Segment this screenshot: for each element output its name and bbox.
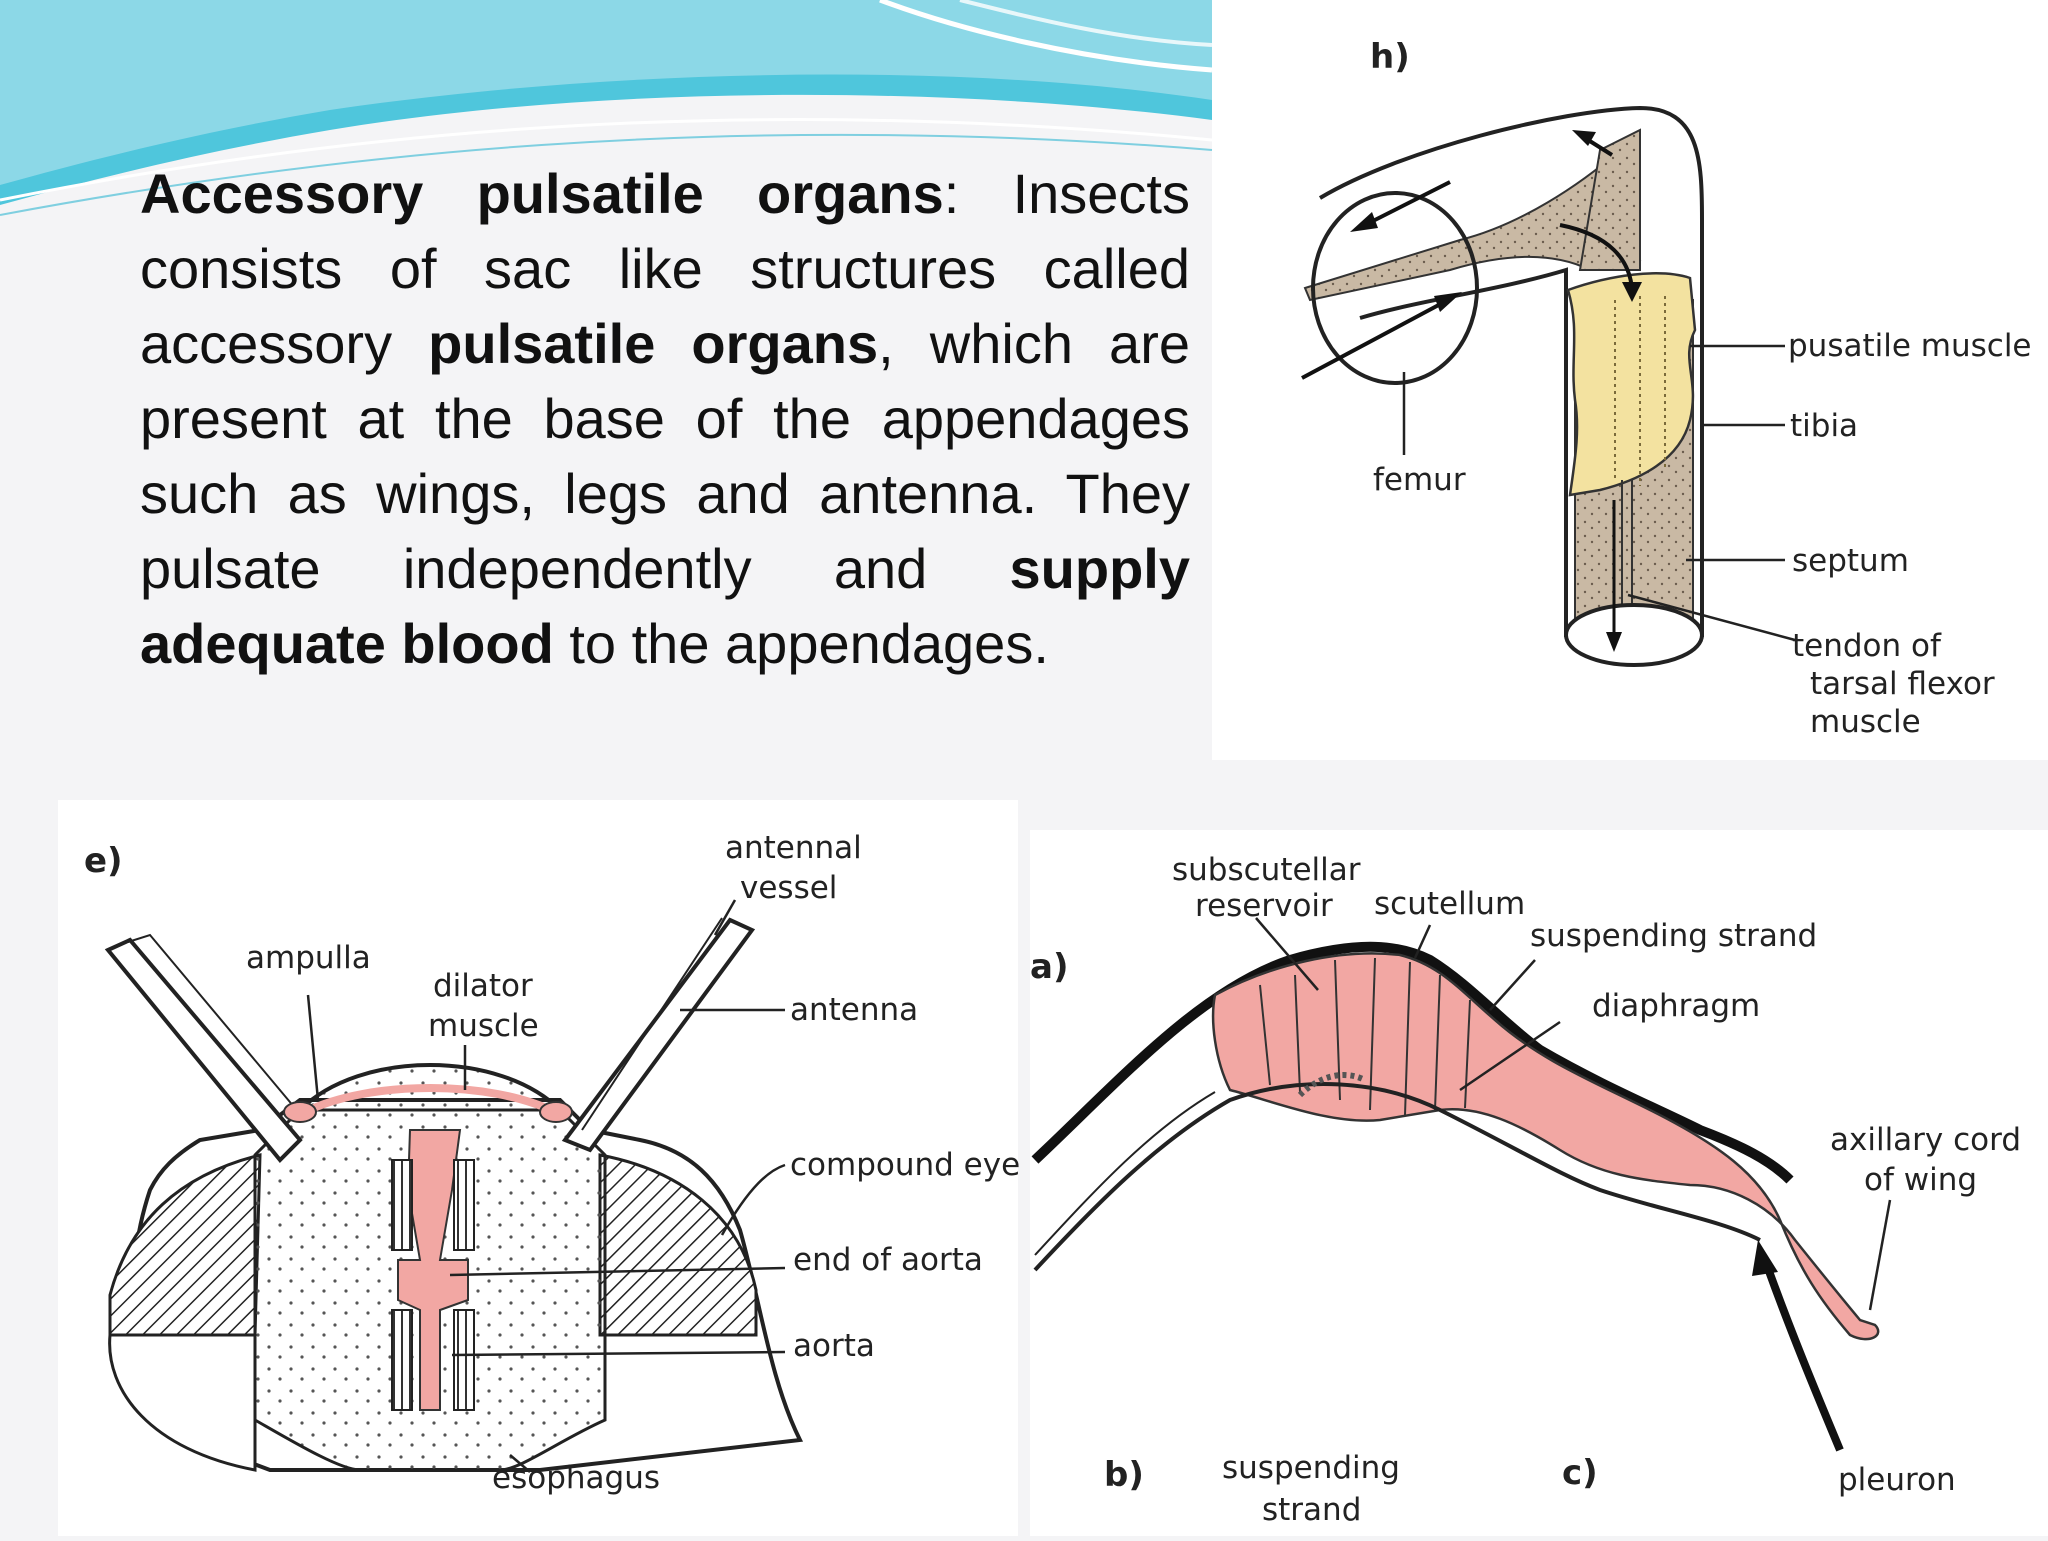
label-ampulla: ampulla: [246, 940, 371, 976]
label-septum: septum: [1792, 543, 1909, 579]
label-compound-eye: compound eye: [790, 1147, 1020, 1183]
label-axillary-line2: of wing: [1864, 1162, 1977, 1198]
label-tendon-line3: muscle: [1810, 704, 1921, 740]
label-scutellum: scutellum: [1374, 886, 1525, 922]
label-end-of-aorta: end of aorta: [793, 1242, 983, 1278]
figure-b-panel-label: b): [1104, 1455, 1144, 1495]
figure-abc-panel: [1030, 830, 2048, 1536]
label-tibia: tibia: [1790, 408, 1858, 444]
label-dilator-line1: dilator: [433, 968, 533, 1004]
label-pusatile-muscle: pusatile muscle: [1788, 328, 2032, 364]
label-femur: femur: [1373, 462, 1466, 498]
label-tendon-line1: tendon of: [1792, 628, 1942, 664]
label-antennal-vessel-line2: vessel: [740, 870, 837, 906]
term-supply-adequate-blood: supply adequate blood: [140, 537, 1190, 675]
label-subscutellar-line1: subscutellar: [1172, 852, 1361, 888]
paragraph-text-1: : Insects consists of sac like structure…: [140, 162, 1190, 375]
label-tendon-line2: tarsal flexor: [1810, 666, 1995, 702]
figure-a-panel-label: a): [1030, 947, 1068, 987]
label-esophagus: esophagus: [492, 1460, 660, 1496]
label-antennal-vessel-line1: antennal: [725, 830, 862, 866]
figure-h-panel-label: h): [1370, 37, 1410, 77]
label-suspending-b-line2: strand: [1262, 1492, 1361, 1528]
figure-e-panel-label: e): [84, 841, 123, 881]
figure-e-drawing: [104, 899, 804, 1473]
label-antenna: antenna: [790, 992, 918, 1028]
label-subscutellar-line2: reservoir: [1195, 888, 1333, 924]
label-dilator-line2: muscle: [428, 1008, 539, 1044]
figure-h-drawing: [1301, 105, 1796, 667]
figure-c-panel-label: c): [1562, 1453, 1598, 1493]
paragraph-text-3: to the appendages.: [553, 612, 1049, 675]
paragraph-text-2: , which are present at the base of the a…: [140, 312, 1190, 600]
label-aorta: aorta: [793, 1328, 875, 1364]
label-suspending-b-line1: suspending: [1222, 1450, 1400, 1486]
label-suspending-strand: suspending strand: [1530, 918, 1817, 954]
term-pulsatile-organs: pulsatile organs: [428, 312, 879, 375]
body-paragraph: Accessory pulsatile organs: Insects cons…: [140, 156, 1190, 681]
header-wave: [0, 0, 1213, 216]
term-accessory-pulsatile-organs: Accessory pulsatile organs: [140, 162, 944, 225]
label-diaphragm: diaphragm: [1592, 988, 1760, 1024]
label-pleuron: pleuron: [1838, 1462, 1956, 1498]
figure-abc-drawing: [1031, 917, 1892, 1452]
label-axillary-line1: axillary cord: [1830, 1122, 2021, 1158]
